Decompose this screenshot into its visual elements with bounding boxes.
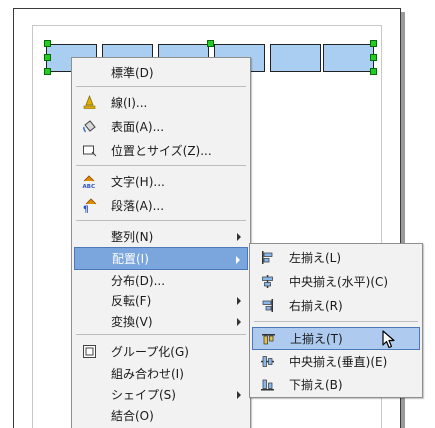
submenu-item-label: 中央揃え(垂直)(E)	[289, 355, 388, 369]
menu-separator	[76, 86, 246, 87]
menu-item-paragraph[interactable]: ¶ 段落(A)...	[74, 194, 248, 217]
svg-text:ABC: ABC	[83, 184, 96, 189]
submenu-item-align-left[interactable]: 左揃え(L)	[252, 246, 420, 269]
menu-item-label: 表面(A)...	[111, 120, 165, 134]
position-size-icon	[83, 145, 97, 157]
paint-bucket-icon	[83, 120, 96, 133]
selection-handle[interactable]	[370, 40, 377, 47]
submenu-item-align-center-vertical[interactable]: 中央揃え(垂直)(E)	[252, 350, 420, 373]
group-icon	[83, 345, 96, 358]
menu-item-character[interactable]: ABC 文字(H)...	[74, 170, 248, 193]
line-icon	[83, 95, 96, 109]
align-center-horizontal-icon	[262, 275, 273, 288]
menu-item-align[interactable]: 配置(I)	[74, 247, 248, 270]
menu-item-shapes[interactable]: シェイプ(S)	[74, 383, 248, 406]
submenu-item-label: 右揃え(R)	[289, 299, 343, 313]
selection-handle[interactable]	[370, 68, 377, 75]
align-right-icon	[262, 299, 273, 312]
align-top-icon	[262, 334, 275, 345]
menu-item-standard[interactable]: 標準(D)	[74, 61, 248, 84]
menu-separator	[76, 165, 246, 166]
submenu-arrow-icon	[236, 256, 240, 264]
submenu-item-align-center-horizontal[interactable]: 中央揃え(水平)(C)	[252, 270, 420, 293]
menu-item-flip[interactable]: 反転(F)	[74, 289, 248, 312]
menu-item-label: 標準(D)	[111, 66, 154, 80]
menu-item-label: 結合(O)	[111, 409, 154, 423]
submenu-item-label: 下揃え(B)	[289, 378, 343, 392]
rectangle-shape[interactable]	[323, 44, 374, 72]
menu-item-label: 線(I)...	[111, 96, 148, 110]
svg-text:¶: ¶	[83, 205, 89, 213]
submenu-separator	[254, 321, 418, 322]
menu-item-merge[interactable]: 結合(O)	[74, 404, 248, 427]
mouse-pointer-icon	[382, 330, 395, 349]
submenu-arrow-icon	[237, 297, 241, 305]
menu-item-position-size[interactable]: 位置とサイズ(Z)...	[74, 139, 248, 162]
menu-item-group[interactable]: グループ化(G)	[74, 340, 248, 363]
submenu-arrow-icon	[237, 233, 241, 241]
menu-separator	[76, 334, 246, 335]
submenu-arrow-icon	[237, 391, 241, 399]
submenu-item-label: 中央揃え(水平)(C)	[289, 275, 389, 289]
submenu-item-align-top[interactable]: 上揃え(T)	[252, 327, 420, 350]
page-margin-guide	[32, 25, 382, 428]
character-icon: ABC	[83, 175, 96, 189]
paragraph-icon: ¶	[83, 198, 97, 213]
submenu-arrow-icon	[237, 318, 241, 326]
menu-item-line[interactable]: 線(I)...	[74, 91, 248, 114]
menu-item-label: 段落(A)...	[111, 199, 165, 213]
submenu-item-align-right[interactable]: 右揃え(R)	[252, 294, 420, 317]
selection-handle[interactable]	[44, 68, 51, 75]
menu-item-label: 文字(H)...	[111, 175, 165, 189]
menu-item-label: 変換(V)	[111, 315, 153, 329]
align-bottom-icon	[261, 379, 274, 391]
menu-item-label: 組み合わせ(I)	[111, 367, 184, 381]
selection-handle[interactable]	[44, 40, 51, 47]
rectangle-shape[interactable]	[270, 44, 321, 72]
menu-item-distribute[interactable]: 分布(D)...	[74, 269, 248, 292]
menu-item-label: 配置(I)	[112, 252, 149, 266]
menu-item-label: シェイプ(S)	[111, 388, 176, 402]
selection-handle[interactable]	[207, 40, 214, 47]
context-menu: 標準(D) 線(I)... 表面(A)... 位置とサイズ(Z)... ABC …	[71, 57, 251, 428]
selection-handle[interactable]	[44, 54, 51, 61]
menu-item-label: 位置とサイズ(Z)...	[111, 144, 212, 158]
align-center-vertical-icon	[261, 356, 274, 367]
selection-handle[interactable]	[370, 54, 377, 61]
menu-item-label: グループ化(G)	[111, 345, 189, 359]
submenu-item-align-bottom[interactable]: 下揃え(B)	[252, 373, 420, 396]
menu-item-label: 分布(D)...	[111, 274, 166, 288]
menu-item-label: 反転(F)	[111, 294, 152, 308]
menu-item-label: 整列(N)	[111, 230, 154, 244]
menu-separator	[76, 220, 246, 221]
menu-item-arrange[interactable]: 整列(N)	[74, 225, 248, 248]
menu-item-convert[interactable]: 変換(V)	[74, 310, 248, 333]
submenu-item-label: 上揃え(T)	[290, 332, 343, 346]
align-left-icon	[262, 251, 273, 264]
menu-item-area[interactable]: 表面(A)...	[74, 115, 248, 138]
submenu-item-label: 左揃え(L)	[289, 251, 342, 265]
menu-item-combine[interactable]: 組み合わせ(I)	[74, 362, 248, 385]
align-submenu: 左揃え(L) 中央揃え(水平)(C) 右揃え(R) 上揃え(T)	[249, 243, 423, 398]
